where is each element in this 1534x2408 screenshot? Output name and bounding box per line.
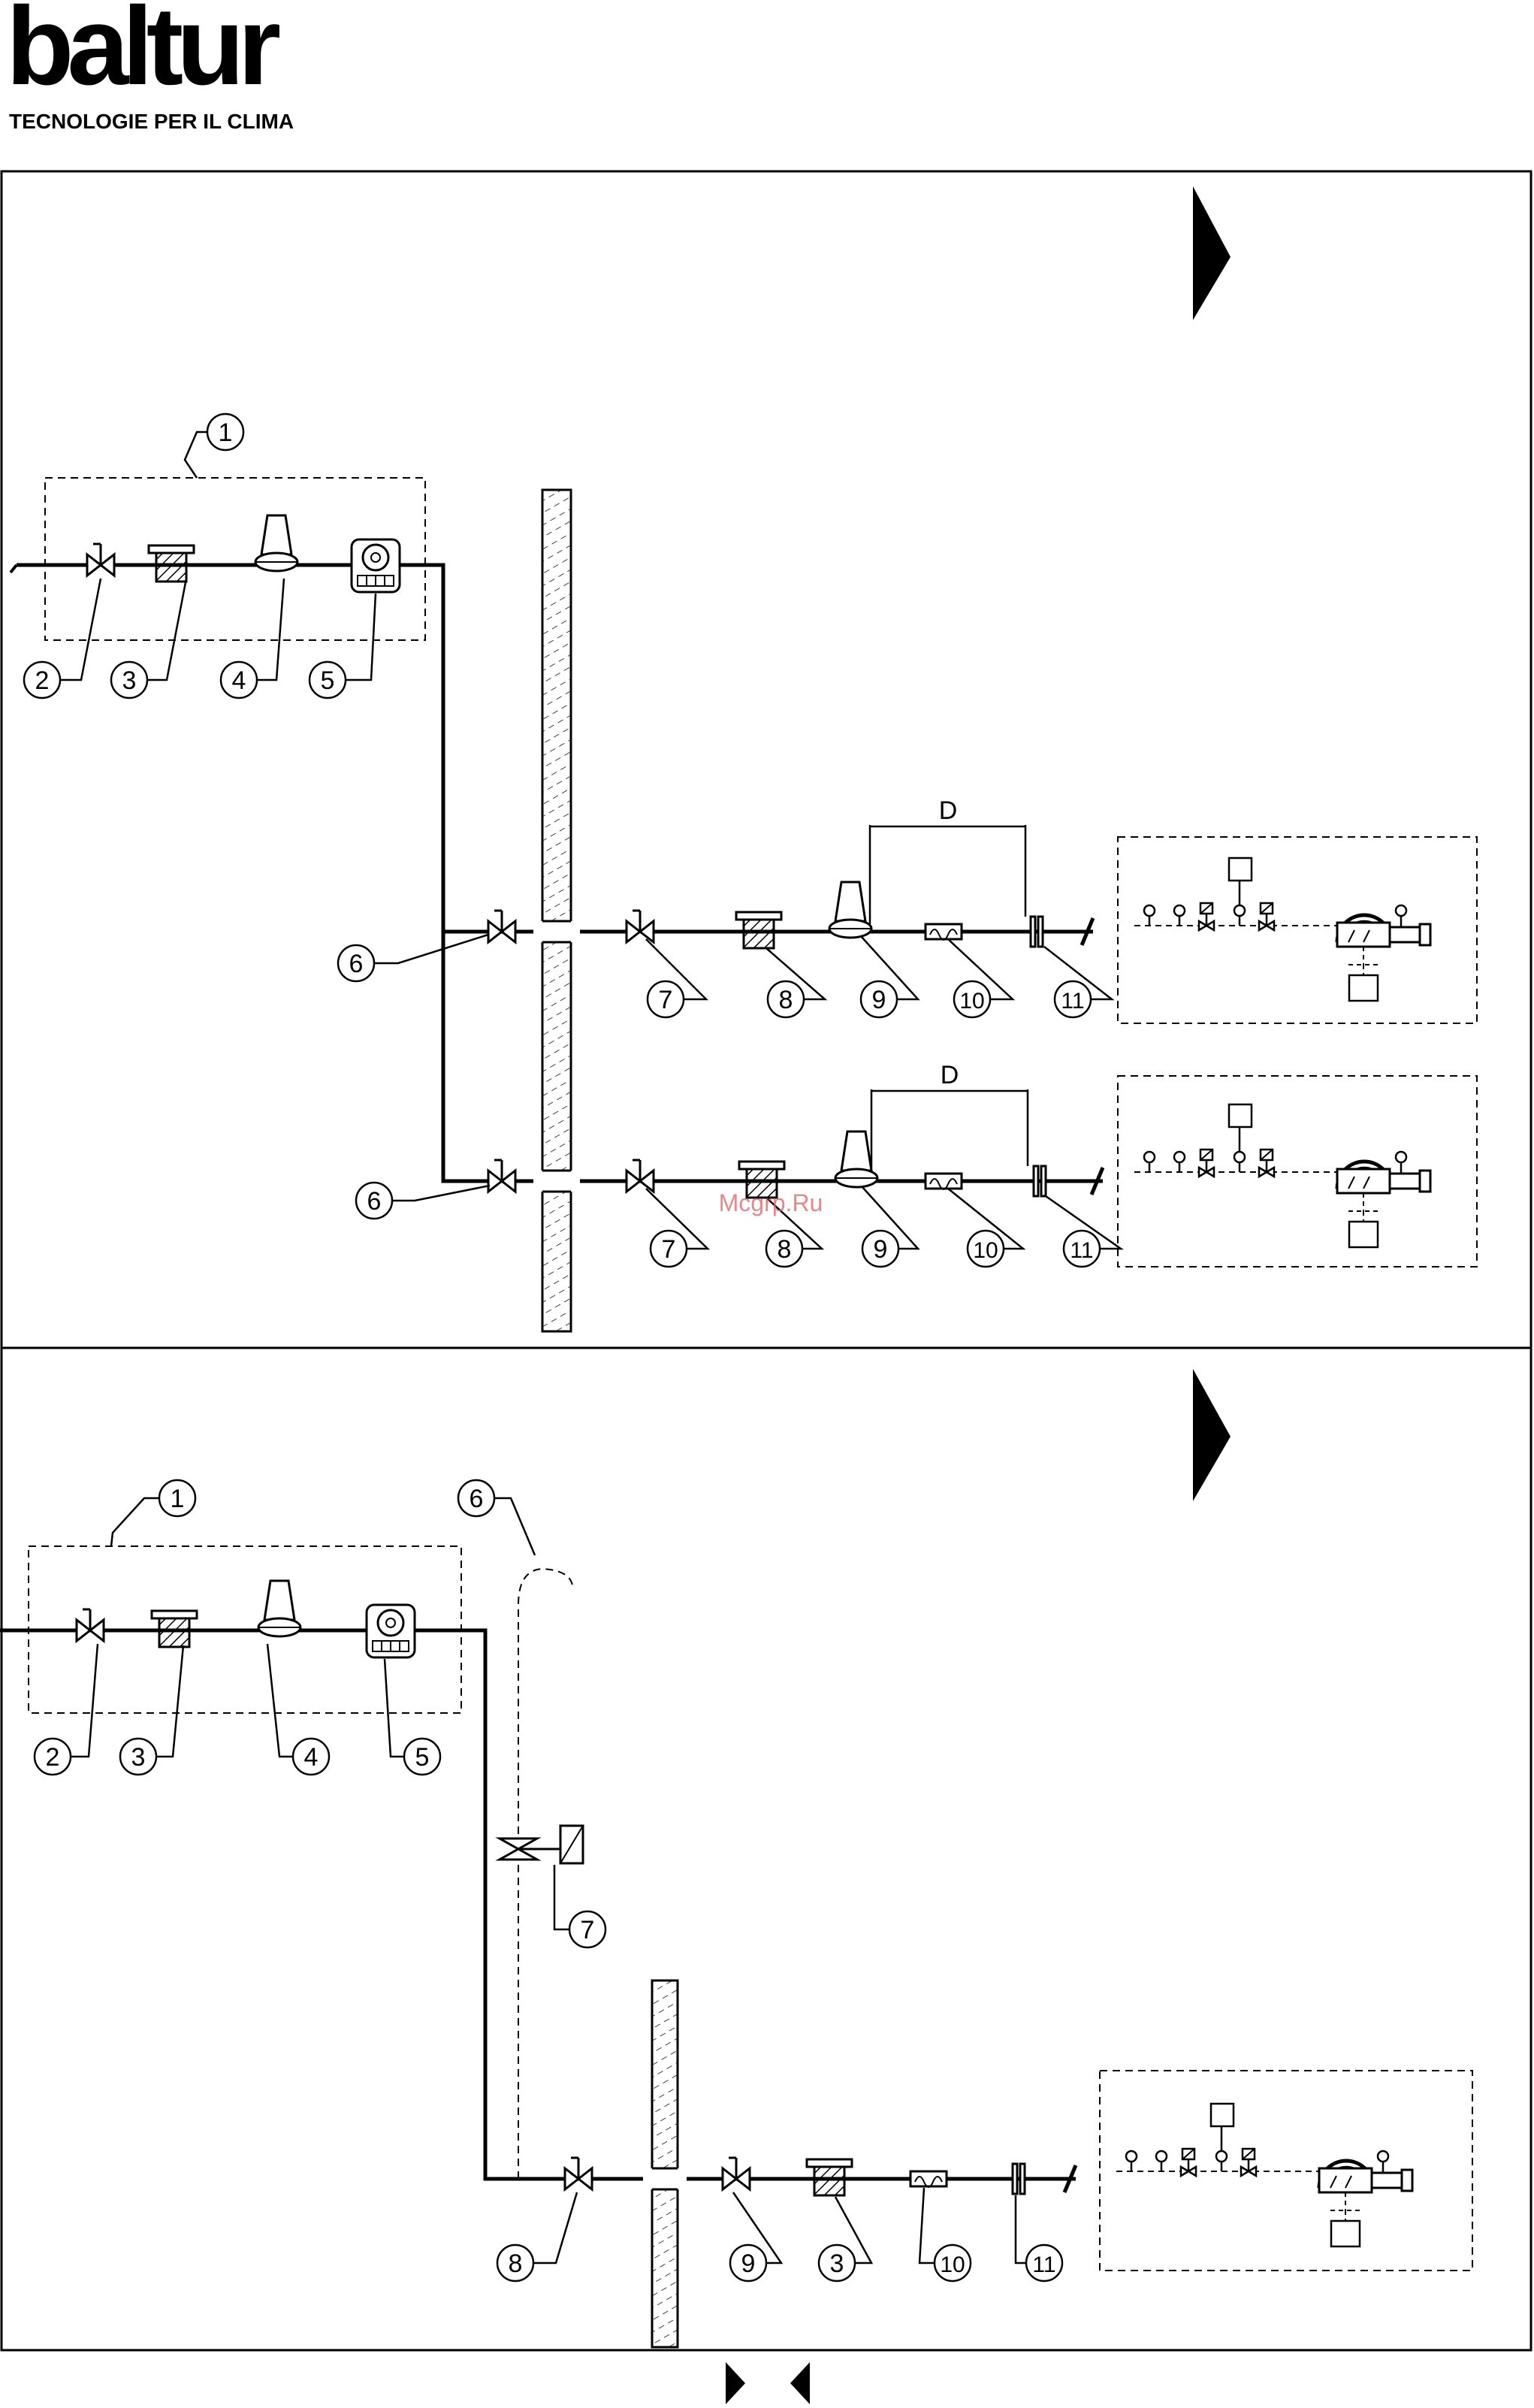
svg-text:11: 11 bbox=[1032, 2252, 1055, 2277]
bottom-panel-arrow-icon bbox=[1193, 1369, 1231, 1501]
svg-text:10: 10 bbox=[973, 1238, 998, 1263]
svg-text:5: 5 bbox=[415, 1743, 430, 1772]
svg-text:9: 9 bbox=[872, 986, 886, 1014]
watermark: Mcgrp.Ru bbox=[719, 1189, 823, 1216]
svg-text:9: 9 bbox=[874, 1235, 888, 1264]
bottom-wall bbox=[652, 1980, 678, 2347]
prev-page-arrow-icon[interactable] bbox=[790, 2362, 810, 2404]
top-wall bbox=[542, 490, 571, 1331]
svg-text:11: 11 bbox=[1070, 1238, 1093, 1263]
bottom-vent-line bbox=[518, 1569, 572, 2179]
svg-text:6: 6 bbox=[470, 1485, 484, 1513]
top-callouts bbox=[24, 414, 1121, 1267]
top-panel-arrow-icon bbox=[1193, 186, 1231, 320]
svg-text:6: 6 bbox=[349, 950, 364, 978]
dimension-d-label-2: D bbox=[941, 1061, 959, 1089]
svg-text:5: 5 bbox=[321, 666, 335, 695]
bottom-callout-labels: 1 2 3 4 5 6 7 8 9 3 10 11 bbox=[46, 1485, 1056, 2278]
svg-text:11: 11 bbox=[1061, 989, 1084, 1014]
svg-text:3: 3 bbox=[122, 666, 137, 695]
svg-text:8: 8 bbox=[778, 1235, 792, 1264]
svg-text:1: 1 bbox=[171, 1485, 185, 1513]
svg-text:6: 6 bbox=[367, 1187, 382, 1216]
svg-text:1: 1 bbox=[219, 418, 233, 447]
svg-text:8: 8 bbox=[779, 986, 793, 1014]
svg-text:9: 9 bbox=[741, 2249, 756, 2278]
svg-text:4: 4 bbox=[232, 666, 246, 695]
vent-solenoid-valve bbox=[500, 1826, 583, 1863]
svg-text:2: 2 bbox=[35, 666, 50, 695]
svg-text:7: 7 bbox=[659, 986, 673, 1014]
bottom-panel-frame bbox=[2, 1348, 1531, 2350]
svg-text:10: 10 bbox=[959, 989, 984, 1014]
dimension-d-label: D bbox=[939, 796, 958, 825]
svg-text:4: 4 bbox=[304, 1743, 319, 1772]
svg-text:8: 8 bbox=[509, 2249, 523, 2278]
bottom-callouts bbox=[35, 1480, 1062, 2281]
next-page-arrow-icon[interactable] bbox=[726, 2362, 745, 2404]
svg-text:7: 7 bbox=[581, 1916, 595, 1944]
svg-text:7: 7 bbox=[662, 1235, 676, 1264]
svg-text:2: 2 bbox=[46, 1743, 60, 1772]
svg-text:3: 3 bbox=[830, 2249, 844, 2278]
svg-text:10: 10 bbox=[940, 2252, 965, 2277]
svg-text:3: 3 bbox=[131, 1743, 146, 1772]
